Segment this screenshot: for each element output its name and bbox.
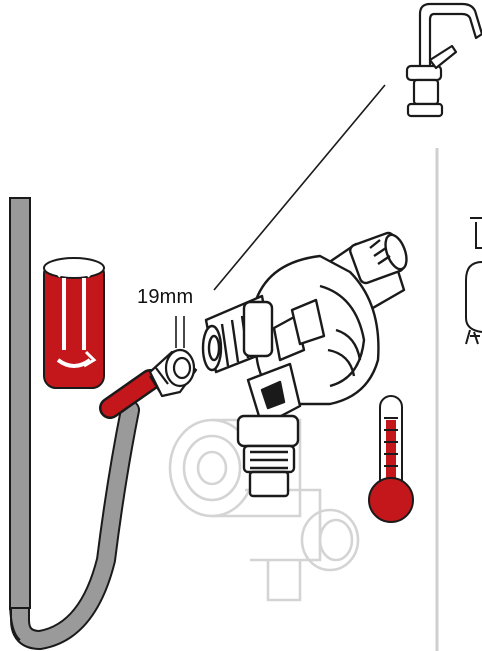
- kitchen-faucet-icon: [405, 2, 482, 118]
- leader-line: [213, 84, 386, 291]
- next-panel-fragment: [465, 217, 482, 345]
- hot-thermometer-icon: [368, 395, 414, 523]
- mixing-valve: [201, 231, 408, 498]
- dimension-bracket: [175, 316, 185, 348]
- hose-nut: [148, 348, 198, 398]
- flow-direction-sleeve: [43, 257, 105, 389]
- dimension-label: 19mm: [137, 286, 194, 308]
